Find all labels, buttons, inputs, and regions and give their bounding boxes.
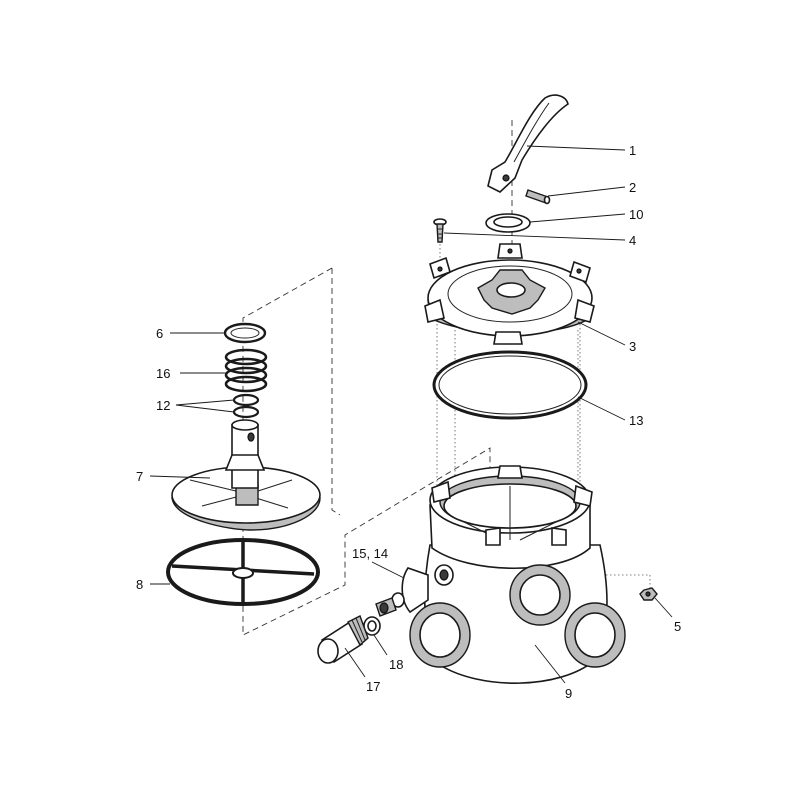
small-o-rings-part-12 bbox=[232, 393, 260, 419]
valve-cover-part bbox=[424, 243, 595, 345]
callout-10: 10 bbox=[629, 207, 643, 222]
callout-13: 13 bbox=[629, 413, 643, 428]
pin-part bbox=[525, 189, 551, 205]
callout-9: 9 bbox=[565, 686, 572, 701]
callout-3: 3 bbox=[629, 339, 636, 354]
callout-16: 16 bbox=[156, 366, 170, 381]
callout-2: 2 bbox=[629, 180, 636, 195]
small-ring-part-18 bbox=[363, 616, 381, 636]
leader-lines bbox=[149, 145, 673, 684]
drain-plug-part bbox=[317, 615, 369, 664]
callout-4: 4 bbox=[629, 233, 636, 248]
fitting-part-15-14 bbox=[375, 592, 405, 617]
callout-1: 1 bbox=[629, 143, 636, 158]
callout-8: 8 bbox=[136, 577, 143, 592]
large-o-ring-part bbox=[432, 350, 588, 420]
spring-part bbox=[224, 348, 268, 393]
o-ring-part-6 bbox=[223, 322, 267, 344]
callout-6: 6 bbox=[156, 326, 163, 341]
valve-body-part bbox=[401, 465, 626, 684]
callout-15-14: 15, 14 bbox=[352, 546, 388, 561]
nut-part bbox=[639, 587, 658, 601]
spider-gasket-part bbox=[166, 538, 320, 606]
washer-part-10 bbox=[485, 213, 531, 233]
callout-labels: 1 2 10 4 3 13 5 9 15, 14 17 18 6 16 12 7… bbox=[136, 143, 681, 701]
callout-18: 18 bbox=[389, 657, 403, 672]
callout-7: 7 bbox=[136, 469, 143, 484]
handle-part bbox=[487, 94, 569, 193]
rotor-part bbox=[171, 419, 321, 531]
callout-12: 12 bbox=[156, 398, 170, 413]
screw-part-4 bbox=[433, 218, 447, 243]
callout-17: 17 bbox=[366, 679, 380, 694]
callout-5: 5 bbox=[674, 619, 681, 634]
